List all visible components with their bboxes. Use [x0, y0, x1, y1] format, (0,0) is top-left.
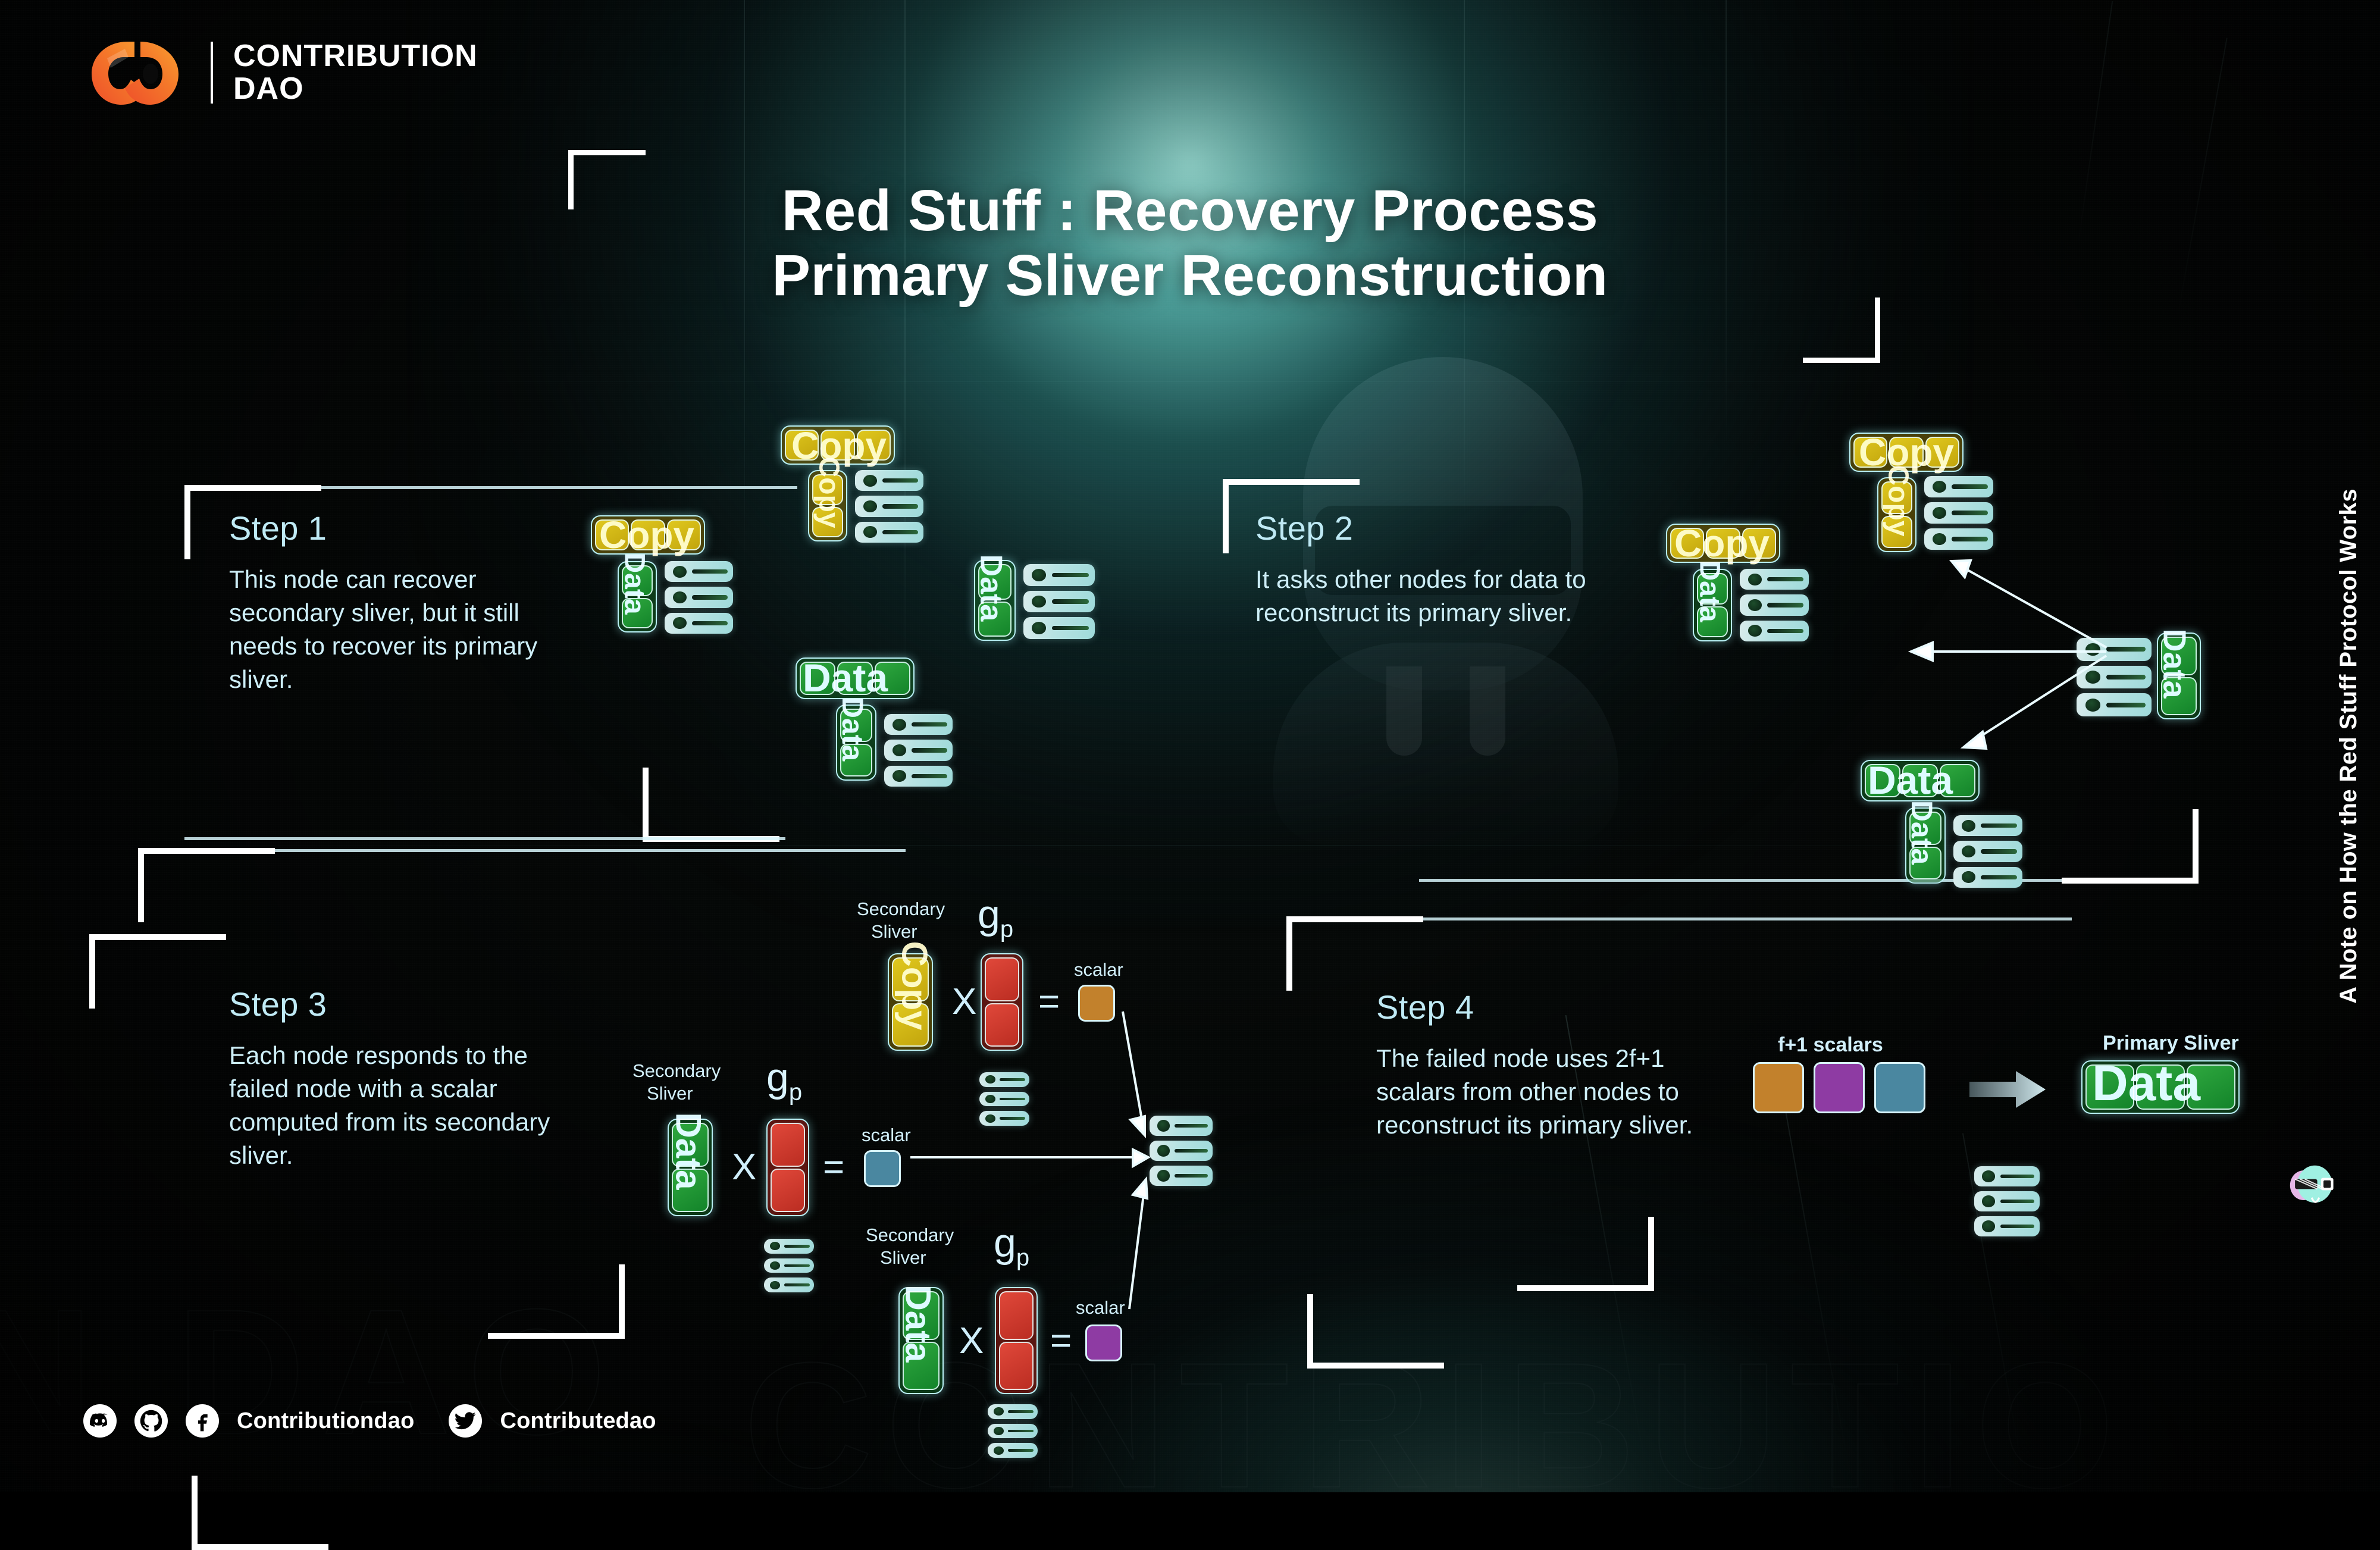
- node-copy-top-primary: [781, 425, 895, 465]
- step2-node-copy-top-server-icon: [1924, 476, 1993, 550]
- step1-title: Step 1: [229, 509, 327, 547]
- page-title-line1: Red Stuff : Recovery Process: [781, 178, 1599, 243]
- eq3-server-icon: [988, 1404, 1038, 1458]
- eq2-server-icon: [764, 1239, 814, 1293]
- eq1-scalar-label: scalar: [1074, 959, 1123, 980]
- step1-text: Step 1 This node can recover secondary s…: [229, 509, 562, 696]
- footer-handle-main: Contributiondao: [237, 1408, 415, 1433]
- step2-node-copy-left-primary: [1666, 524, 1780, 563]
- step4-right-arrow-icon: [1969, 1071, 2046, 1108]
- step2-title: Step 2: [1255, 509, 1354, 547]
- step2-node-copy-top-secondary: [1877, 477, 1916, 552]
- step3-failed-node-server-icon: [1150, 1116, 1213, 1186]
- page-title: Red Stuff : Recovery Process Primary Sli…: [0, 178, 2380, 308]
- node-copy-left-server-icon: [665, 561, 733, 634]
- step4-server-icon: [1974, 1166, 2040, 1236]
- step4-text: Step 4 The failed node uses 2f+1 scalars…: [1376, 988, 1733, 1142]
- eq1-gp-label: gp: [978, 892, 1014, 942]
- eq1-secondary-label-line2: Sliver: [871, 921, 917, 942]
- discord-icon[interactable]: [83, 1404, 117, 1438]
- step2-node-copy-left-secondary: [1693, 569, 1732, 641]
- eq2-secondary-label-line2: Sliver: [647, 1083, 693, 1104]
- eq2-secondary-sliver: [668, 1119, 713, 1216]
- eq3-secondary-label-line2: Sliver: [880, 1247, 926, 1268]
- node-copy-left-secondary: [618, 561, 657, 632]
- step2-node-copy-left-server-icon: [1740, 569, 1809, 641]
- step2-body: It asks other nodes for data to reconstr…: [1255, 565, 1586, 627]
- eq3-equals-operator: =: [1050, 1320, 1072, 1361]
- brand-name-line2: DAO: [233, 71, 304, 106]
- step4-scalars-label: f+1 scalars: [1778, 1034, 1883, 1056]
- eq3-secondary-label-line1: Secondary: [866, 1225, 954, 1245]
- step4-scalar-1: [1753, 1062, 1804, 1113]
- eq3-scalar-label: scalar: [1076, 1297, 1125, 1318]
- node-copy-top-secondary: [808, 470, 847, 541]
- step4-primary-label: Primary Sliver: [2103, 1032, 2239, 1054]
- node-failed-secondary: [974, 560, 1016, 641]
- node-copy-top-server-icon: [855, 470, 923, 543]
- twitter-icon[interactable]: [449, 1404, 483, 1438]
- contributiondao-infinity-logo-icon: [92, 42, 178, 105]
- step3-body: Each node responds to the failed node wi…: [229, 1041, 550, 1169]
- node-copy-left-primary: [591, 515, 705, 555]
- step4-primary-sliver: [2081, 1060, 2240, 1114]
- eq1-secondary-sliver: [888, 953, 933, 1051]
- github-icon[interactable]: [134, 1404, 168, 1438]
- step3-scalar-arrows: [910, 1011, 1151, 1310]
- step4-scalar-3: [1874, 1062, 1925, 1113]
- step2-node-data-bottom-server-icon: [1953, 815, 2022, 888]
- eq2-gp-vector: [766, 1119, 809, 1216]
- step2-text: Step 2 It asks other nodes for data to r…: [1255, 509, 1636, 630]
- step2-node-data-bottom-secondary: [1905, 807, 1946, 884]
- facebook-icon[interactable]: [186, 1404, 219, 1438]
- step2-node-data-bottom-primary: [1861, 760, 1980, 801]
- eq3-times-operator: X: [959, 1320, 984, 1361]
- eq2-scalar-swatch: [864, 1150, 901, 1187]
- step2-node-failed-server-icon: [2077, 638, 2152, 717]
- eq1-scalar-swatch: [1078, 985, 1115, 1022]
- brand-name-line1: CONTRIBUTION: [233, 38, 478, 73]
- node-data-bottom-server-icon: [884, 714, 953, 787]
- node-data-bottom-primary: [796, 657, 915, 699]
- step1-body: This node can recover secondary sliver, …: [229, 565, 538, 693]
- eq1-equals-operator: =: [1038, 981, 1060, 1022]
- eq2-secondary-label-line1: Secondary: [632, 1060, 721, 1081]
- step4-scalar-2: [1814, 1062, 1865, 1113]
- eq1-secondary-label-line1: Secondary: [857, 898, 945, 919]
- eq1-server-icon: [979, 1072, 1029, 1126]
- eq2-equals-operator: =: [823, 1147, 845, 1188]
- eq2-scalar-label: scalar: [862, 1125, 911, 1145]
- step2-node-copy-top-primary: [1849, 433, 1964, 472]
- node-data-bottom-secondary: [836, 704, 876, 781]
- step2-node-failed-secondary: [2157, 632, 2201, 719]
- node-failed-server-icon: [1023, 564, 1095, 640]
- eq2-times-operator: X: [732, 1147, 757, 1188]
- eq3-secondary-sliver: [898, 1287, 944, 1394]
- side-note-label: A Note on How the Red Stuff Protocol Wor…: [2335, 489, 2362, 1004]
- eq3-scalar-swatch: [1085, 1324, 1122, 1361]
- logo-divider: [211, 42, 213, 104]
- footer: Contributiondao Contributedao: [83, 1404, 656, 1438]
- walrus-mascot-icon: [2290, 1165, 2334, 1203]
- eq3-gp-label: gp: [994, 1220, 1030, 1271]
- eq1-gp-vector: [981, 953, 1023, 1051]
- step4-body: The failed node uses 2f+1 scalars from o…: [1376, 1044, 1693, 1139]
- step4-title: Step 4: [1376, 988, 1474, 1026]
- step3-title: Step 3: [229, 985, 327, 1023]
- brand-name: CONTRIBUTION DAO: [233, 38, 478, 106]
- step2-request-arrows: [1908, 559, 2107, 750]
- eq2-gp-label: gp: [766, 1055, 803, 1106]
- eq3-gp-vector: [995, 1287, 1038, 1394]
- eq1-times-operator: X: [952, 981, 977, 1022]
- footer-handle-twitter: Contributedao: [500, 1408, 656, 1433]
- brand-logo[interactable]: CONTRIBUTION DAO: [83, 37, 478, 108]
- page-title-line2: Primary Sliver Reconstruction: [772, 242, 1608, 308]
- step3-text: Step 3 Each node responds to the failed …: [229, 985, 574, 1172]
